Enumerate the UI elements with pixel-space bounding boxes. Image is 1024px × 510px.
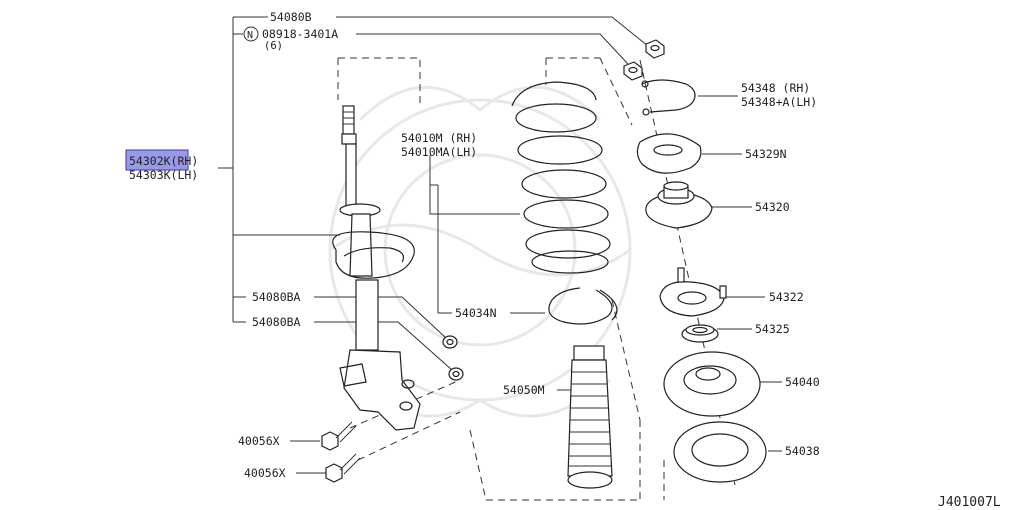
label-08918-3401A[interactable]: 08918-3401A xyxy=(262,27,338,41)
label-54302K-number: 54302K xyxy=(129,154,171,168)
label-quantity: (6) xyxy=(264,40,283,52)
label-54034N[interactable]: 54034N xyxy=(455,306,497,320)
part-labels: 54080B N 08918-3401A (6) 54348 (RH) 5434… xyxy=(129,10,1001,510)
coil-spring[interactable] xyxy=(511,81,611,274)
label-54080B[interactable]: 54080B xyxy=(270,10,312,24)
label-40056X-upper[interactable]: 40056X xyxy=(238,434,280,448)
insulator-54329N[interactable] xyxy=(636,133,702,174)
boot-ribs xyxy=(568,371,612,467)
label-54329N[interactable]: 54329N xyxy=(745,147,787,161)
part-highlight xyxy=(125,149,189,171)
nut-symbol-icon xyxy=(243,26,259,42)
label-54325[interactable]: 54325 xyxy=(755,322,790,336)
label-54040[interactable]: 54040 xyxy=(785,375,820,389)
label-54322[interactable]: 54322 xyxy=(769,290,804,304)
bolt-40056X-lower[interactable] xyxy=(325,453,361,483)
top-nut[interactable] xyxy=(645,39,665,59)
flange-nut[interactable] xyxy=(623,61,643,81)
strut-assembly[interactable] xyxy=(332,105,421,431)
bracket-54348[interactable] xyxy=(641,79,696,116)
label-54010M[interactable]: 54010M (RH) xyxy=(401,131,477,145)
label-54080BA-upper[interactable]: 54080BA xyxy=(252,290,301,304)
label-54348-lh[interactable]: 54348+A(LH) xyxy=(741,95,817,109)
bearing-54325[interactable] xyxy=(681,324,719,343)
insulator-54040[interactable] xyxy=(663,351,761,417)
nut-54080BA-upper[interactable] xyxy=(442,335,458,349)
label-54302K[interactable]: 54302K(RH) xyxy=(129,154,198,168)
label-40056X-lower[interactable]: 40056X xyxy=(244,466,286,480)
seat-54038[interactable] xyxy=(673,421,767,483)
label-54348-rh[interactable]: 54348 (RH) xyxy=(741,81,810,95)
label-54320[interactable]: 54320 xyxy=(755,200,790,214)
diagram-code: J401007L xyxy=(938,495,1001,510)
label-54080BA-lower[interactable]: 54080BA xyxy=(252,315,301,329)
nut-symbol-letter: N xyxy=(247,30,253,41)
label-54050M[interactable]: 54050M xyxy=(503,383,545,397)
label-54038[interactable]: 54038 xyxy=(785,444,820,458)
spring-seat[interactable] xyxy=(548,287,618,325)
bolt-40056X-upper[interactable] xyxy=(321,421,357,451)
label-54303K[interactable]: 54303K(LH) xyxy=(129,168,198,182)
label-54010MA[interactable]: 54010MA(LH) xyxy=(401,145,477,159)
callout-lines xyxy=(218,16,782,474)
strut-mount-54322[interactable] xyxy=(659,267,727,317)
label-54302K-side: (RH) xyxy=(171,154,199,168)
mount-54320[interactable] xyxy=(645,181,713,229)
nut-54080BA-lower[interactable] xyxy=(448,367,464,381)
bump-boot[interactable] xyxy=(567,345,613,489)
watermark-emblem xyxy=(328,85,632,418)
